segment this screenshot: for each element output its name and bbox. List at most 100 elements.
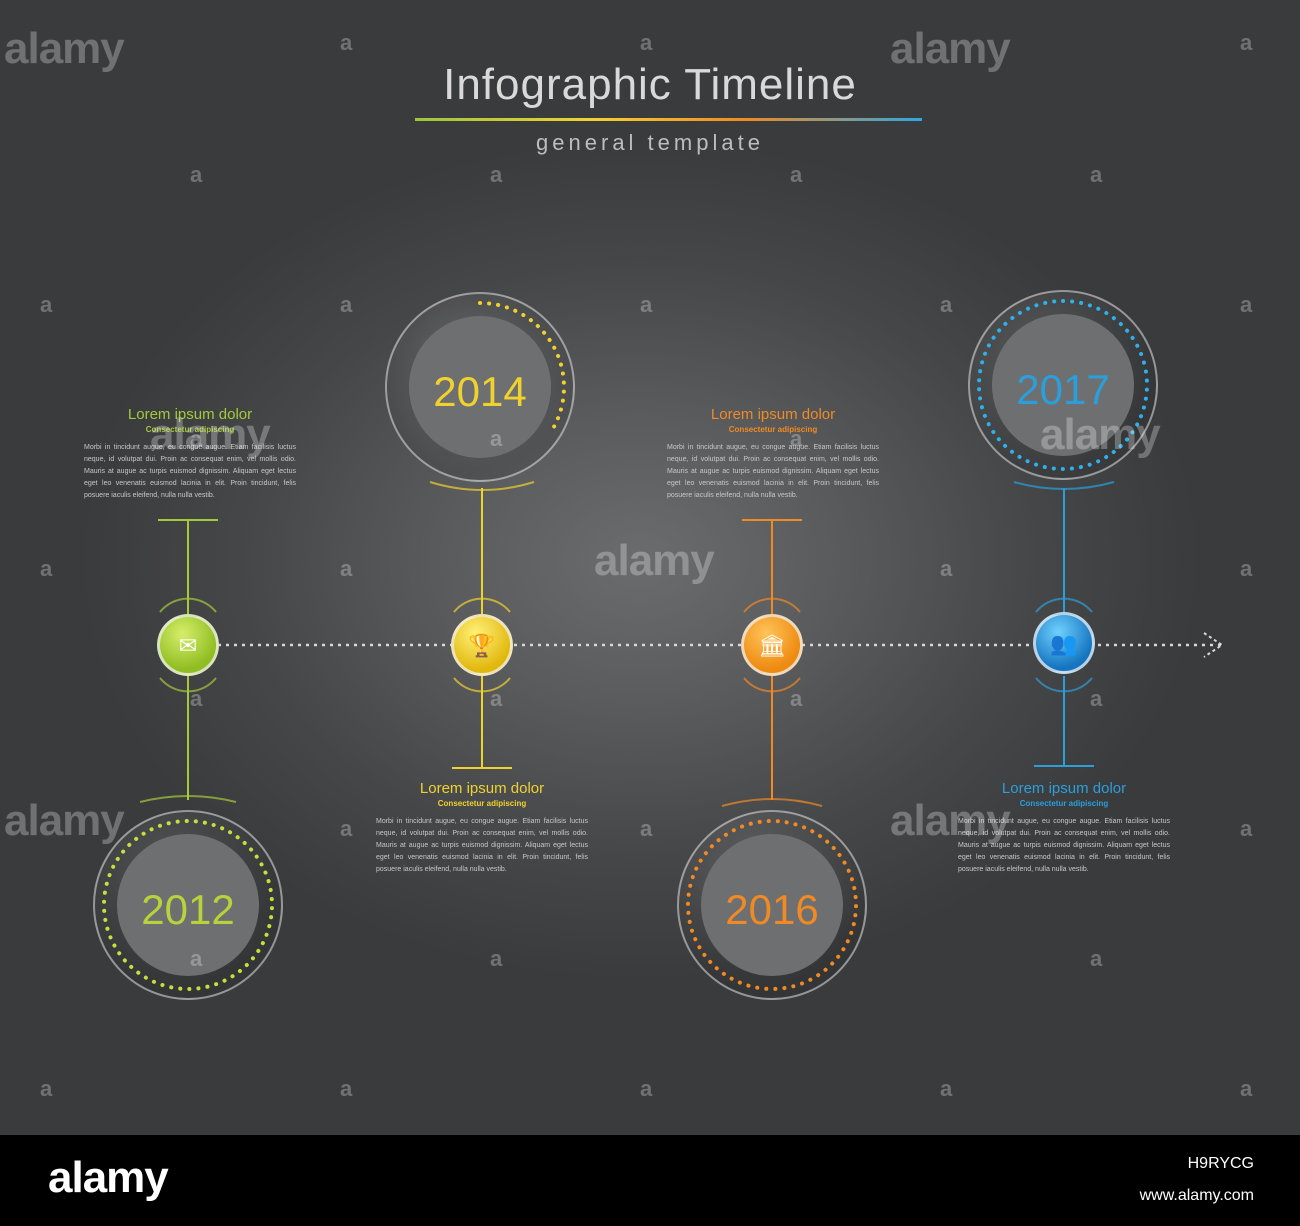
footer-url[interactable]: www.alamy.com xyxy=(1139,1187,1254,1204)
text-subheading: Consectetur adipiscing xyxy=(728,425,818,434)
arc-2014-node-top xyxy=(453,597,511,613)
timeline-connectors xyxy=(139,481,1224,807)
arc-2012-circle xyxy=(139,795,237,803)
watermark-mark: a xyxy=(490,426,503,451)
footer-bar: alamy H9RYCG www.alamy.com xyxy=(0,1135,1300,1226)
timeline-node-2014[interactable]: 🏆 xyxy=(451,614,513,676)
envelope-icon: ✉ xyxy=(178,633,198,658)
timeline-node-2012[interactable]: ✉ xyxy=(157,614,219,676)
text-heading: Lorem ipsum dolor xyxy=(419,780,545,797)
year-label-2017: 2017 xyxy=(1016,366,1110,413)
text-block-2014: Lorem ipsum dolor Consectetur adipiscing… xyxy=(376,780,588,876)
text-body: Morbi in tincidunt augue, eu congue augu… xyxy=(958,818,1170,873)
arc-2012-node-bottom xyxy=(159,677,217,693)
year-disc-2016: 2016 xyxy=(701,834,843,976)
year-circle-2014: 2014 xyxy=(385,292,575,482)
dotted-ring-2016 xyxy=(686,819,858,991)
year-label-2014: 2014 xyxy=(433,368,527,415)
text-heading: Lorem ipsum dolor xyxy=(710,406,836,423)
watermark-mark: a xyxy=(190,162,203,187)
arc-2012-node-top xyxy=(159,597,217,613)
watermark-mark: a xyxy=(340,556,353,581)
watermark-mark: a xyxy=(790,426,803,451)
watermark-mark: a xyxy=(1090,686,1103,711)
watermark-mark: a xyxy=(640,1076,653,1101)
arc-2016-circle xyxy=(721,798,823,807)
watermark-mark: a xyxy=(490,946,503,971)
year-circle-2017: 2017 xyxy=(968,290,1158,480)
year-disc-2014: 2014 xyxy=(409,316,551,458)
watermark-mark: a xyxy=(40,556,53,581)
dotted-ring-2014 xyxy=(394,301,566,473)
year-label-2012: 2012 xyxy=(141,886,235,933)
watermark-mark: a xyxy=(1090,162,1103,187)
watermark-mark: a xyxy=(40,292,53,317)
footer-logo: alamy xyxy=(48,1153,169,1202)
watermark-mark: a xyxy=(790,686,803,711)
arc-2014-node-bottom xyxy=(453,677,511,693)
watermark-mark: a xyxy=(40,1076,53,1101)
watermark-mark: a xyxy=(940,1076,953,1101)
title-gradient-rule xyxy=(415,118,922,121)
text-block-2012: Lorem ipsum dolor Consectetur adipiscing… xyxy=(84,406,296,502)
image-id: H9RYCG xyxy=(1187,1155,1254,1172)
watermark-brand: alamy xyxy=(4,796,125,845)
arc-2016-node-top xyxy=(743,597,801,613)
watermark-mark: a xyxy=(490,686,503,711)
watermark-mark: a xyxy=(640,30,653,55)
watermark-mark: a xyxy=(340,1076,353,1101)
text-subheading: Consectetur adipiscing xyxy=(145,425,235,434)
watermark-brand: alamy xyxy=(150,410,271,459)
trophy-icon: 🏆 xyxy=(468,633,496,658)
watermark-mark: a xyxy=(190,686,203,711)
page-subtitle: general template xyxy=(536,130,764,155)
watermark-mark: a xyxy=(1240,292,1253,317)
watermark-mark: a xyxy=(1240,556,1253,581)
text-subheading: Consectetur adipiscing xyxy=(1019,799,1109,808)
text-body: Morbi in tincidunt augue, eu congue augu… xyxy=(84,444,296,499)
watermark-mark: a xyxy=(340,30,353,55)
year-disc-2012: 2012 xyxy=(117,834,259,976)
watermark-brand: alamy xyxy=(890,796,1011,845)
arc-2014-circle xyxy=(429,481,535,491)
arc-2017-circle xyxy=(1013,481,1115,490)
arc-2017-node-top xyxy=(1035,597,1093,613)
text-body: Morbi in tincidunt augue, eu congue augu… xyxy=(667,444,879,499)
timeline-node-2016[interactable]: 🏛 xyxy=(741,614,803,676)
infographic-canvas: Infographic Timeline general template xyxy=(0,0,1300,1135)
arc-2016-node-bottom xyxy=(743,677,801,693)
watermark-brand: alamy xyxy=(594,536,715,585)
watermark-mark: a xyxy=(490,162,503,187)
watermark-mark: a xyxy=(940,292,953,317)
watermark-mark: a xyxy=(1240,30,1253,55)
watermark-mark: a xyxy=(640,816,653,841)
watermark-brand: alamy xyxy=(1040,410,1161,459)
page-title: Infographic Timeline xyxy=(443,60,857,109)
watermark-mark: a xyxy=(190,946,203,971)
text-heading: Lorem ipsum dolor xyxy=(127,406,253,423)
timeline-arrowhead xyxy=(1203,632,1224,658)
watermark-mark: a xyxy=(340,816,353,841)
watermark-mark: a xyxy=(640,292,653,317)
year-label-2016: 2016 xyxy=(725,886,819,933)
dotted-ring-2017 xyxy=(977,299,1149,471)
text-block-2016: Lorem ipsum dolor Consectetur adipiscing… xyxy=(667,406,879,502)
column-icon: 🏛 xyxy=(758,633,786,658)
watermark-mark: a xyxy=(790,162,803,187)
text-block-2017: Lorem ipsum dolor Consectetur adipiscing… xyxy=(958,780,1170,876)
year-circle-2016: 2016 xyxy=(677,810,867,1000)
watermark-mark: a xyxy=(340,292,353,317)
text-subheading: Consectetur adipiscing xyxy=(437,799,527,808)
people-icon: 👥 xyxy=(1050,631,1078,656)
watermark-mark: a xyxy=(1090,946,1103,971)
watermark-mark: a xyxy=(1240,1076,1253,1101)
timeline-node-2017[interactable]: 👥 xyxy=(1033,612,1095,674)
watermark-mark: a xyxy=(940,556,953,581)
text-heading: Lorem ipsum dolor xyxy=(1001,780,1127,797)
watermark-brand: alamy xyxy=(890,24,1011,73)
watermark-brand: alamy xyxy=(4,24,125,73)
year-disc-2017: 2017 xyxy=(992,314,1134,456)
watermark-mark: a xyxy=(1240,816,1253,841)
dotted-ring-2012 xyxy=(102,819,274,991)
text-body: Morbi in tincidunt augue, eu congue augu… xyxy=(376,818,588,873)
